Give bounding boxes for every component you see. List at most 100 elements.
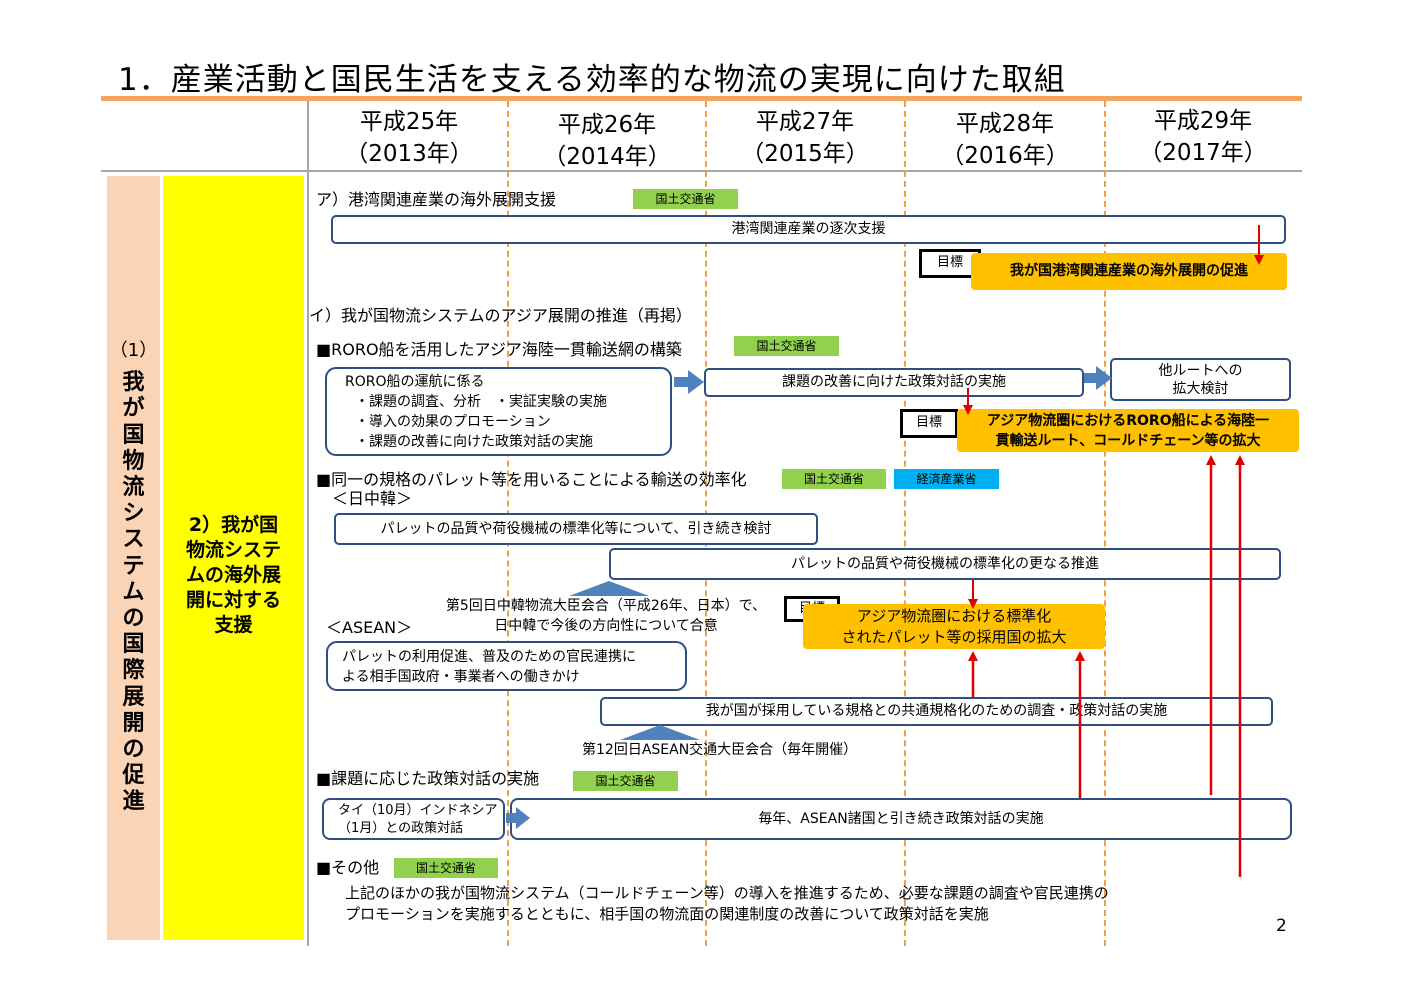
- meeting-line: 第5回日中韓物流大臣会合（平成26年、日本）で、: [445, 598, 767, 614]
- year-header-2016: 平成28年 （2016年）: [906, 108, 1104, 172]
- year-era: 平成25年: [359, 109, 459, 135]
- title-rule: [101, 96, 1302, 101]
- category1-char: 国: [122, 632, 145, 658]
- goal-pallet: アジア物流圏における標準化 されたパレット等の採用国の拡大: [803, 604, 1105, 649]
- page-title: 1．産業活動と国民生活を支える効率的な物流の実現に向けた取組: [118, 62, 1066, 98]
- goal-line: アジア物流圏におけるRORO船による海陸一: [986, 413, 1270, 429]
- tag-mlit: 国土交通省: [633, 189, 738, 209]
- category2-label: 2）我が国物流システムの海外展開に対する支援: [185, 514, 281, 636]
- other-description: 上記のほかの我が国物流システム（コールドチェーン等）の導入を推進するため、必要な…: [345, 883, 1109, 925]
- category1-char: 促: [122, 763, 145, 789]
- blue-arrow-right: [674, 370, 704, 394]
- category1-panel: [107, 176, 160, 940]
- category1-char: 国: [122, 422, 145, 448]
- year-era: 平成26年: [557, 112, 657, 138]
- year-ad: （2014年）: [543, 144, 671, 170]
- category1-char: 流: [122, 475, 145, 501]
- policy-heading: ■課題に応じた政策対話の実施: [316, 769, 540, 788]
- other-line: 上記のほかの我が国物流システム（コールドチェーン等）の導入を推進するため、必要な…: [345, 884, 1109, 902]
- category1-char: ス: [122, 527, 145, 553]
- category1-number: （1）: [109, 340, 158, 361]
- goal-line: アジア物流圏における標準化: [856, 607, 1052, 625]
- roro-task: ・課題の調査、分析 ・実証実験の実施: [355, 394, 607, 410]
- category1-char: の: [122, 737, 145, 763]
- goal-port-industry: 我が国港湾関連産業の海外展開の促進: [971, 253, 1287, 290]
- category1-char: 開: [122, 710, 145, 736]
- year-ad: （2015年）: [741, 141, 869, 167]
- thai-indonesia-box: タイ（10月）インドネシア （1月）との政策対話: [322, 798, 505, 840]
- asean-standard-bar: 我が国が採用している規格との共通規格化のための調査・政策対話の実施: [600, 697, 1273, 726]
- meeting-marker: [620, 725, 700, 740]
- roro-dialogue-bar: 課題の改善に向けた政策対話の実施: [704, 368, 1084, 397]
- year-era: 平成28年: [955, 111, 1055, 137]
- asean-line: よる相手国政府・事業者への働きかけ: [342, 669, 580, 685]
- tag-meti: 経済産業省: [894, 469, 999, 489]
- roro-expand-box: 他ルートへの 拡大検討: [1110, 358, 1291, 401]
- year-ad: （2013年）: [345, 141, 473, 167]
- category1-char: の: [122, 606, 145, 632]
- year-header-2013: 平成25年 （2013年）: [310, 106, 508, 170]
- category1-char: ム: [122, 579, 145, 605]
- cjk-meeting-note: 第5回日中韓物流大臣会合（平成26年、日本）で、 日中韓で今後の方向性について合…: [426, 596, 786, 636]
- category1-label: （1）我が国物流システムの国際展開の促進: [107, 338, 160, 816]
- page-number: 2: [1276, 916, 1287, 936]
- meeting-marker: [569, 581, 649, 596]
- cjk-label: ＜日中韓＞: [332, 489, 413, 508]
- roro-task: RORO船の運航に係る: [345, 374, 485, 390]
- goal-line: 貫輸送ルート、コールドチェーン等の拡大: [995, 433, 1261, 449]
- year-era: 平成29年: [1153, 108, 1253, 134]
- category1-char: 展: [122, 684, 145, 710]
- tag-mlit: 国土交通省: [734, 336, 839, 356]
- year-header-2017: 平成29年 （2017年）: [1104, 105, 1302, 169]
- roro-tasks-box: RORO船の運航に係る ・課題の調査、分析 ・実証実験の実施 ・導入の効果のプロ…: [325, 367, 672, 456]
- year-ad: （2016年）: [941, 143, 1069, 169]
- expand-line: 他ルートへの: [1158, 363, 1243, 379]
- roro-task: ・導入の効果のプロモーション: [355, 414, 551, 430]
- roro-heading: ■RORO船を活用したアジア海陸一貫輸送網の構築: [316, 340, 682, 359]
- other-heading: ■その他: [316, 858, 380, 877]
- asean-dialogue-bar: 毎年、ASEAN諸国と引き続き政策対話の実施: [510, 798, 1292, 840]
- blue-arrow-right: [506, 807, 530, 829]
- tag-mlit: 国土交通省: [782, 469, 886, 489]
- category1-char: 進: [122, 789, 145, 815]
- pallet-study-box: パレットの品質や荷役機械の標準化等について、引き続き検討: [334, 513, 818, 545]
- goal-label: 目標: [919, 249, 981, 278]
- tag-mlit: 国土交通省: [394, 858, 498, 878]
- category1-char: 我: [122, 370, 145, 396]
- tag-mlit: 国土交通省: [573, 771, 678, 791]
- category1-char: テ: [122, 553, 145, 579]
- goal-roro: アジア物流圏におけるRORO船による海陸一 貫輸送ルート、コールドチェーン等の拡…: [957, 409, 1299, 452]
- policy-line: （1月）との政策対話: [338, 821, 464, 836]
- goal-label: 目標: [900, 409, 958, 438]
- category1-char: シ: [122, 501, 145, 527]
- expand-line: 拡大検討: [1172, 381, 1229, 397]
- other-line: プロモーションを実施するとともに、相手国の物流面の関連制度の改善について政策対話…: [345, 905, 989, 923]
- pallet-heading: ■同一の規格のパレット等を用いることによる輸送の効率化: [316, 470, 747, 489]
- section-a-heading: ア）港湾関連産業の海外展開支援: [316, 190, 557, 209]
- category1-char: 際: [122, 658, 145, 684]
- roro-task: ・課題の改善に向けた政策対話の実施: [355, 434, 593, 450]
- year-divider: [1104, 101, 1106, 946]
- meeting-line: 日中韓で今後の方向性について合意: [494, 618, 718, 634]
- column-divider: [307, 101, 309, 946]
- year-header-2015: 平成27年 （2015年）: [706, 106, 904, 170]
- blue-arrow-right: [1084, 366, 1112, 390]
- category2-panel: [163, 176, 304, 940]
- section-i-heading: イ）我が国物流システムのアジア展開の推進（再掲）: [309, 306, 692, 325]
- asean-label: ＜ASEAN＞: [326, 618, 413, 637]
- pallet-promotion-bar: パレットの品質や荷役機械の標準化の更なる推進: [609, 548, 1281, 580]
- year-era: 平成27年: [755, 109, 855, 135]
- asean-pallet-box: パレットの利用促進、普及のための官民連携に よる相手国政府・事業者への働きかけ: [326, 641, 687, 691]
- header-divider: [101, 170, 1302, 172]
- policy-line: タイ（10月）インドネシア: [338, 803, 498, 818]
- asean-line: パレットの利用促進、普及のための官民連携に: [342, 649, 636, 665]
- category1-char: が: [122, 396, 145, 422]
- asean-meeting-note: 第12回日ASEAN交通大臣会合（毎年開催）: [582, 742, 858, 758]
- category1-char: 物: [122, 448, 145, 474]
- year-ad: （2017年）: [1139, 140, 1267, 166]
- year-divider: [904, 101, 906, 946]
- year-header-2014: 平成26年 （2014年）: [508, 109, 706, 173]
- port-support-bar: 港湾関連産業の逐次支援: [331, 215, 1286, 244]
- goal-line: されたパレット等の採用国の拡大: [841, 628, 1067, 646]
